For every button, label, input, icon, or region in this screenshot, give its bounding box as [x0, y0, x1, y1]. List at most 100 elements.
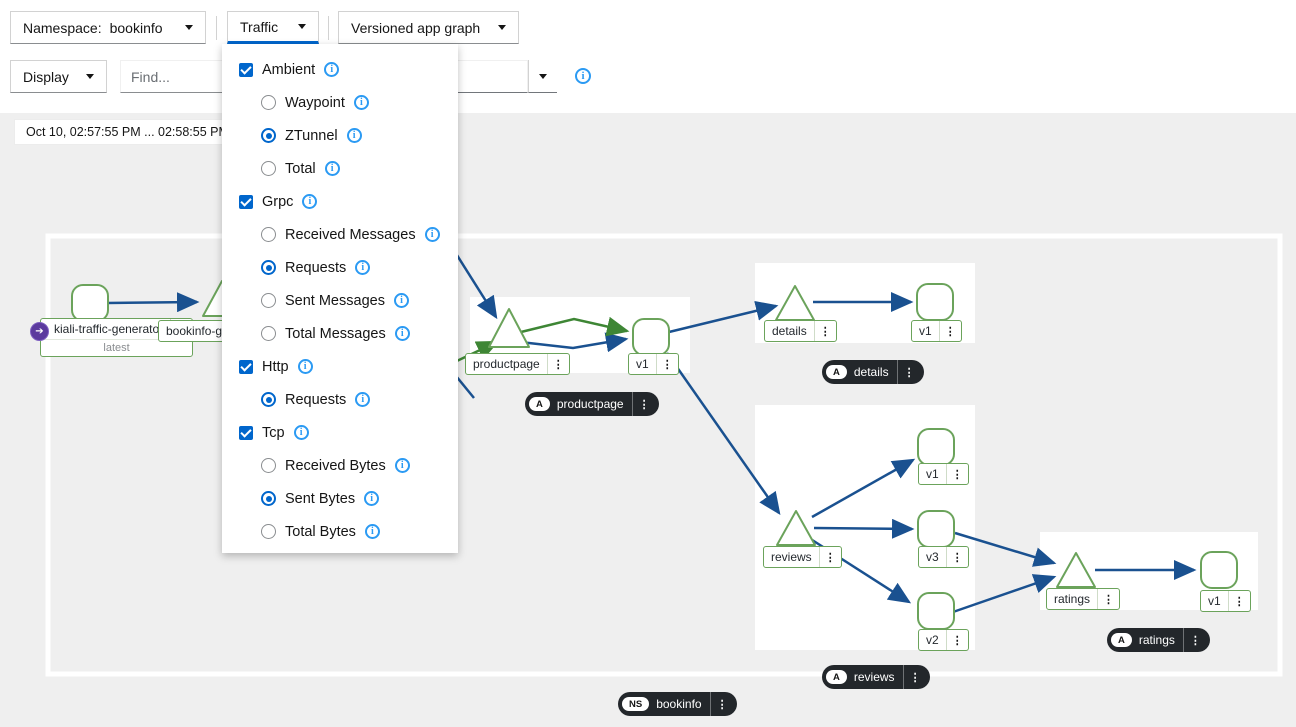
- edge-reviews-v3[interactable]: [813, 518, 915, 539]
- radio-icon[interactable]: [261, 227, 276, 242]
- label-productpage-v1[interactable]: v1 ⋮: [628, 353, 679, 375]
- kebab-menu-icon[interactable]: ⋮: [945, 464, 968, 484]
- info-icon[interactable]: i: [346, 128, 362, 143]
- kebab-menu-icon[interactable]: ⋮: [655, 354, 678, 374]
- node-reviews-v1[interactable]: [917, 428, 955, 466]
- info-icon[interactable]: i: [293, 425, 309, 440]
- kebab-menu-icon[interactable]: ⋮: [896, 360, 920, 384]
- display-dropdown[interactable]: Display: [10, 60, 107, 93]
- kebab-menu-icon[interactable]: ⋮: [945, 547, 968, 567]
- info-icon[interactable]: i: [424, 227, 440, 242]
- node-ratings-v1[interactable]: [1200, 551, 1238, 589]
- label-reviews-v1[interactable]: v1 ⋮: [918, 463, 969, 485]
- info-icon[interactable]: i: [394, 326, 410, 341]
- label-reviews-v3[interactable]: v3 ⋮: [918, 546, 969, 568]
- info-icon[interactable]: i: [394, 458, 410, 473]
- info-icon[interactable]: i: [355, 392, 371, 407]
- hide-input[interactable]: [450, 60, 528, 93]
- radio-icon[interactable]: [261, 392, 276, 407]
- edge-productpage-v1-green[interactable]: [520, 316, 630, 337]
- radio-icon[interactable]: [261, 524, 276, 539]
- radio-icon[interactable]: [261, 458, 276, 473]
- edge-v1-details[interactable]: [668, 301, 779, 334]
- badge-namespace-bookinfo[interactable]: NS bookinfo ⋮: [618, 692, 737, 716]
- label-details-v1[interactable]: v1 ⋮: [911, 320, 962, 342]
- info-icon[interactable]: i: [353, 95, 369, 110]
- badge-app-ratings[interactable]: A ratings ⋮: [1107, 628, 1210, 652]
- radio-icon[interactable]: [261, 95, 276, 110]
- kebab-menu-icon[interactable]: ⋮: [1097, 589, 1119, 609]
- kebab-menu-icon[interactable]: ⋮: [813, 321, 836, 341]
- radio-icon[interactable]: [261, 293, 276, 308]
- find-help-info-icon[interactable]: i: [575, 68, 591, 84]
- node-reviews-v3[interactable]: [917, 510, 955, 548]
- graph-type-dropdown[interactable]: Versioned app graph: [338, 11, 519, 44]
- find-options-button[interactable]: [528, 60, 557, 93]
- badge-app-productpage[interactable]: A productpage ⋮: [525, 392, 659, 416]
- namespace-dropdown[interactable]: Namespace: bookinfo: [10, 11, 206, 44]
- edge-v1-reviews[interactable]: [665, 352, 781, 516]
- label-reviews[interactable]: reviews ⋮: [763, 546, 842, 568]
- badge-app-reviews[interactable]: A reviews ⋮: [822, 665, 930, 689]
- edge-reviews-v1[interactable]: [811, 458, 916, 519]
- kebab-menu-icon[interactable]: ⋮: [938, 321, 961, 341]
- info-icon[interactable]: i: [324, 62, 340, 77]
- graph-canvas[interactable]: Oct 10, 02:57:55 PM ... 02:58:55 PM ➔ ki…: [0, 113, 1296, 727]
- radio-icon[interactable]: [261, 326, 276, 341]
- node-reviews-v2[interactable]: [917, 592, 955, 630]
- radio-icon[interactable]: [261, 161, 276, 176]
- radio-icon[interactable]: [261, 260, 276, 275]
- checkbox-icon[interactable]: [239, 62, 253, 77]
- node-reviews-app[interactable]: [776, 510, 816, 546]
- label-details[interactable]: details ⋮: [764, 320, 837, 342]
- traffic-dropdown[interactable]: Traffic: [227, 11, 319, 44]
- edge-stub[interactable]: [455, 375, 475, 399]
- kebab-menu-icon[interactable]: ⋮: [818, 547, 841, 567]
- kebab-menu-icon[interactable]: ⋮: [546, 354, 569, 374]
- info-icon[interactable]: i: [297, 359, 313, 374]
- checkbox-icon[interactable]: [239, 194, 253, 209]
- label-ratings-v1[interactable]: v1 ⋮: [1200, 590, 1251, 612]
- node-productpage-v1[interactable]: [632, 318, 670, 356]
- info-icon[interactable]: i: [355, 260, 371, 275]
- badge-app-details[interactable]: A details ⋮: [822, 360, 924, 384]
- node-ktg-workload[interactable]: [71, 284, 109, 322]
- info-icon[interactable]: i: [324, 161, 340, 176]
- info-icon[interactable]: i: [302, 194, 318, 209]
- info-icon[interactable]: i: [393, 293, 409, 308]
- node-productpage-app[interactable]: [488, 308, 530, 348]
- radio-icon[interactable]: [261, 128, 276, 143]
- kebab-menu-icon[interactable]: ⋮: [709, 692, 733, 716]
- label-reviews-v2[interactable]: v2 ⋮: [918, 629, 969, 651]
- node-details-v1[interactable]: [916, 283, 954, 321]
- node-ratings-app[interactable]: [1056, 552, 1096, 588]
- info-icon[interactable]: i: [364, 491, 380, 506]
- label-productpage[interactable]: productpage ⋮: [465, 353, 570, 375]
- edge-v2-ratings[interactable]: [952, 574, 1057, 614]
- checkbox-icon[interactable]: [239, 425, 253, 440]
- kebab-menu-icon[interactable]: ⋮: [945, 630, 968, 650]
- kebab-menu-icon[interactable]: ⋮: [1182, 628, 1206, 652]
- kebab-menu-icon[interactable]: ⋮: [631, 392, 655, 416]
- edge-v3-ratings[interactable]: [954, 531, 1057, 567]
- edge-productpage-v1-http[interactable]: [519, 332, 629, 353]
- radio-icon[interactable]: [261, 491, 276, 506]
- edge-ktg-gateway[interactable]: [106, 292, 200, 313]
- label-ratings[interactable]: ratings ⋮: [1046, 588, 1121, 610]
- checkbox-icon[interactable]: [239, 359, 253, 374]
